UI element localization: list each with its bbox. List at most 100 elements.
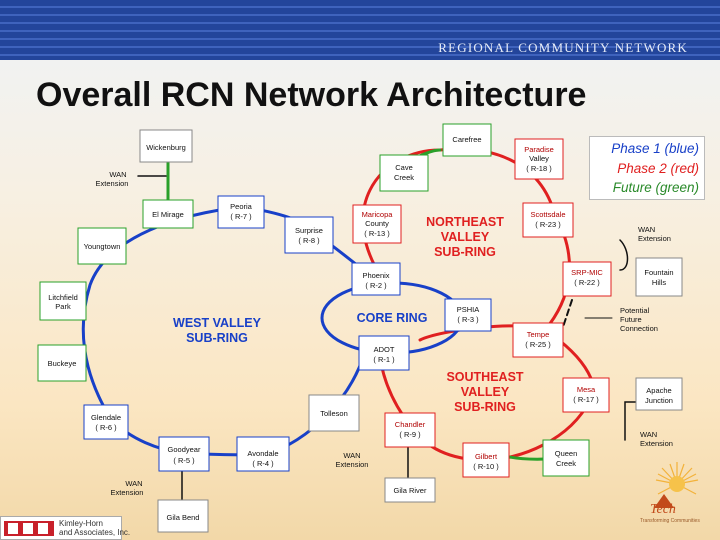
atech-logo: Tech Transforming Communities bbox=[636, 460, 718, 526]
svg-text:WAN: WAN bbox=[343, 451, 360, 460]
kimley-horn-mark-icon bbox=[4, 521, 54, 536]
svg-text:Hills: Hills bbox=[652, 278, 666, 287]
node-phoenix: Phoenix ( R-2 ) bbox=[351, 262, 401, 296]
svg-text:Mesa: Mesa bbox=[577, 385, 596, 394]
west-ring-label: WEST VALLEY SUB-RING bbox=[173, 316, 262, 345]
node-fountain-hills: Fountain Hills bbox=[635, 257, 683, 297]
svg-text:WAN: WAN bbox=[638, 225, 655, 234]
kimley-horn-tagline: and Associates, Inc. bbox=[59, 528, 131, 537]
svg-text:WEST VALLEY: WEST VALLEY bbox=[173, 316, 262, 330]
svg-text:NORTHEAST: NORTHEAST bbox=[426, 215, 504, 229]
node-adot: ADOT ( R-1 ) bbox=[358, 335, 410, 371]
wan-extension-label-apache-junction: WAN Extension bbox=[640, 430, 673, 448]
svg-text:Extension: Extension bbox=[96, 179, 129, 188]
svg-text:WAN: WAN bbox=[109, 170, 126, 179]
svg-text:Extension: Extension bbox=[640, 439, 673, 448]
node-maricopa-county: Maricopa County ( R-13 ) bbox=[352, 204, 402, 244]
node-queen-creek: Queen Creek bbox=[542, 439, 590, 477]
svg-text:( R-5 ): ( R-5 ) bbox=[173, 456, 195, 465]
node-gila-river: Gila River bbox=[384, 477, 436, 503]
svg-text:VALLEY: VALLEY bbox=[461, 385, 510, 399]
svg-text:SOUTHEAST: SOUTHEAST bbox=[446, 370, 523, 384]
svg-text:Carefree: Carefree bbox=[452, 135, 481, 144]
svg-text:Cave: Cave bbox=[395, 163, 413, 172]
svg-text:Potential: Potential bbox=[620, 306, 650, 315]
node-mesa: Mesa ( R-17 ) bbox=[562, 377, 610, 413]
svg-text:El Mirage: El Mirage bbox=[152, 210, 184, 219]
legend-phase1: Phase 1 (blue) bbox=[611, 141, 699, 156]
svg-text:Park: Park bbox=[55, 302, 71, 311]
svg-text:( R-10 ): ( R-10 ) bbox=[473, 462, 499, 471]
svg-text:Queen: Queen bbox=[555, 449, 578, 458]
svg-text:Phoenix: Phoenix bbox=[362, 271, 389, 280]
node-youngtown: Youngtown bbox=[77, 227, 127, 265]
node-goodyear: Goodyear ( R-5 ) bbox=[158, 436, 210, 472]
wan-extension-label-wickenburg: WAN Extension bbox=[96, 170, 129, 188]
page-title: Overall RCN Network Architecture bbox=[36, 76, 587, 114]
svg-text:Peoria: Peoria bbox=[230, 202, 253, 211]
svg-text:Tolleson: Tolleson bbox=[320, 409, 348, 418]
svg-text:Paradise: Paradise bbox=[524, 145, 554, 154]
svg-text:Gilbert: Gilbert bbox=[475, 452, 498, 461]
potential-future-connection-label: Potential Future Connection bbox=[620, 306, 658, 333]
svg-text:PSHIA: PSHIA bbox=[457, 305, 480, 314]
svg-text:Chandler: Chandler bbox=[395, 420, 426, 429]
svg-text:( R-17 ): ( R-17 ) bbox=[573, 395, 599, 404]
legend: Phase 1 (blue) Phase 2 (red) Future (gre… bbox=[589, 136, 705, 200]
svg-text:Youngtown: Youngtown bbox=[84, 242, 121, 251]
svg-text:Apache: Apache bbox=[646, 386, 671, 395]
svg-text:( R-9 ): ( R-9 ) bbox=[399, 430, 421, 439]
node-scottsdale: Scottsdale ( R-23 ) bbox=[522, 202, 574, 238]
svg-text:Surprise: Surprise bbox=[295, 226, 323, 235]
svg-text:( R-8 ): ( R-8 ) bbox=[298, 236, 320, 245]
svg-text:Future: Future bbox=[620, 315, 642, 324]
svg-text:( R-18 ): ( R-18 ) bbox=[526, 164, 552, 173]
svg-text:Valley: Valley bbox=[529, 154, 549, 163]
node-el-mirage: El Mirage bbox=[142, 199, 194, 229]
northeast-ring-label: NORTHEAST VALLEY SUB-RING bbox=[426, 215, 504, 259]
svg-text:Maricopa: Maricopa bbox=[362, 210, 394, 219]
svg-text:Goodyear: Goodyear bbox=[168, 445, 201, 454]
svg-text:County: County bbox=[365, 219, 389, 228]
node-surprise: Surprise ( R-8 ) bbox=[284, 216, 334, 254]
svg-text:Buckeye: Buckeye bbox=[48, 359, 77, 368]
svg-text:WAN: WAN bbox=[125, 479, 142, 488]
svg-text:WAN: WAN bbox=[640, 430, 657, 439]
wan-extension-label-gila-river: WAN Extension bbox=[336, 451, 369, 469]
svg-text:( R-13 ): ( R-13 ) bbox=[364, 229, 390, 238]
node-srp-mic: SRP-MIC ( R-22 ) bbox=[562, 261, 612, 297]
svg-text:Litchfield: Litchfield bbox=[48, 293, 78, 302]
node-gilbert: Gilbert ( R-10 ) bbox=[462, 442, 510, 478]
wan-extension-label-gila-bend: WAN Extension bbox=[111, 479, 144, 497]
node-glendale: Glendale ( R-6 ) bbox=[83, 404, 129, 440]
node-litchfield-park: Litchfield Park bbox=[39, 281, 87, 321]
svg-text:( R-3 ): ( R-3 ) bbox=[457, 315, 479, 324]
node-tempe: Tempe ( R-25 ) bbox=[512, 322, 564, 358]
svg-text:Gila Bend: Gila Bend bbox=[167, 513, 200, 522]
svg-text:Glendale: Glendale bbox=[91, 413, 121, 422]
node-pshia: PSHIA ( R-3 ) bbox=[444, 298, 492, 332]
svg-text:( R-2 ): ( R-2 ) bbox=[365, 281, 387, 290]
header-band: REGIONAL COMMUNITY NETWORK bbox=[0, 0, 720, 60]
node-cave-creek: Cave Creek bbox=[379, 154, 429, 192]
kimley-horn-name: Kimley-Horn bbox=[59, 519, 104, 528]
node-peoria: Peoria ( R-7 ) bbox=[217, 195, 265, 229]
legend-future: Future (green) bbox=[612, 180, 699, 195]
svg-text:SUB-RING: SUB-RING bbox=[186, 331, 248, 345]
svg-text:( R-6 ): ( R-6 ) bbox=[95, 423, 117, 432]
atech-name: Tech bbox=[650, 502, 676, 517]
node-carefree: Carefree bbox=[442, 123, 492, 157]
node-tolleson: Tolleson bbox=[308, 394, 360, 432]
svg-text:( R-23 ): ( R-23 ) bbox=[535, 220, 561, 229]
legend-phase2: Phase 2 (red) bbox=[617, 160, 699, 176]
kimley-horn-logo: Kimley-Horn and Associates, Inc. bbox=[0, 516, 130, 540]
svg-text:Extension: Extension bbox=[638, 234, 671, 243]
svg-text:Avondale: Avondale bbox=[247, 449, 278, 458]
node-avondale: Avondale ( R-4 ) bbox=[236, 436, 290, 472]
svg-text:Wickenburg: Wickenburg bbox=[146, 143, 186, 152]
svg-text:SRP-MIC: SRP-MIC bbox=[571, 268, 603, 277]
svg-text:( R-7 ): ( R-7 ) bbox=[230, 212, 252, 221]
node-paradise-valley: Paradise Valley ( R-18 ) bbox=[514, 138, 564, 180]
svg-text:ADOT: ADOT bbox=[374, 345, 395, 354]
